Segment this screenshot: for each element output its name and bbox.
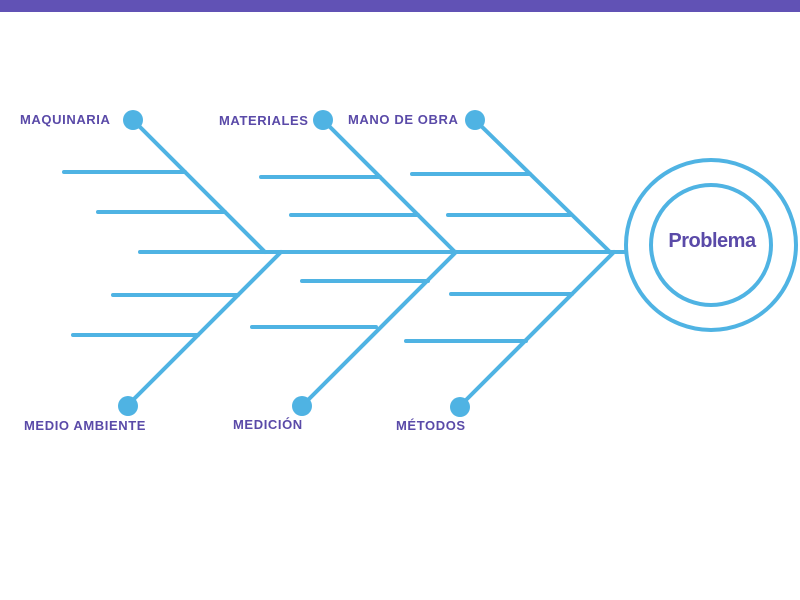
bone-materiales	[321, 118, 457, 254]
label-medio-ambiente: MEDIO AMBIENTE	[24, 418, 147, 433]
label-maquinaria: MAQUINARIA	[20, 112, 111, 127]
bone-maquinaria	[131, 118, 267, 254]
bone-metodos	[458, 250, 616, 408]
problem-outer-ring	[624, 158, 798, 332]
node-dot-mano-de-obra	[465, 110, 485, 130]
bone-medicion	[300, 250, 458, 408]
node-dot-medio-ambiente	[118, 396, 138, 416]
label-medicion: MEDICIÓN	[233, 417, 303, 432]
node-dot-metodos	[450, 397, 470, 417]
node-dot-maquinaria	[123, 110, 143, 130]
node-dot-materiales	[313, 110, 333, 130]
bone-medio-ambiente	[126, 250, 283, 407]
bone-mano-de-obra	[473, 118, 612, 254]
top-bar	[0, 0, 800, 12]
problem-label: Problema	[668, 230, 756, 252]
label-metodos: MÉTODOS	[396, 418, 466, 433]
label-mano-de-obra: MANO DE OBRA	[348, 112, 459, 127]
node-dot-medicion	[292, 396, 312, 416]
label-materiales: MATERIALES	[219, 113, 309, 128]
problem-inner-ring	[649, 183, 773, 307]
